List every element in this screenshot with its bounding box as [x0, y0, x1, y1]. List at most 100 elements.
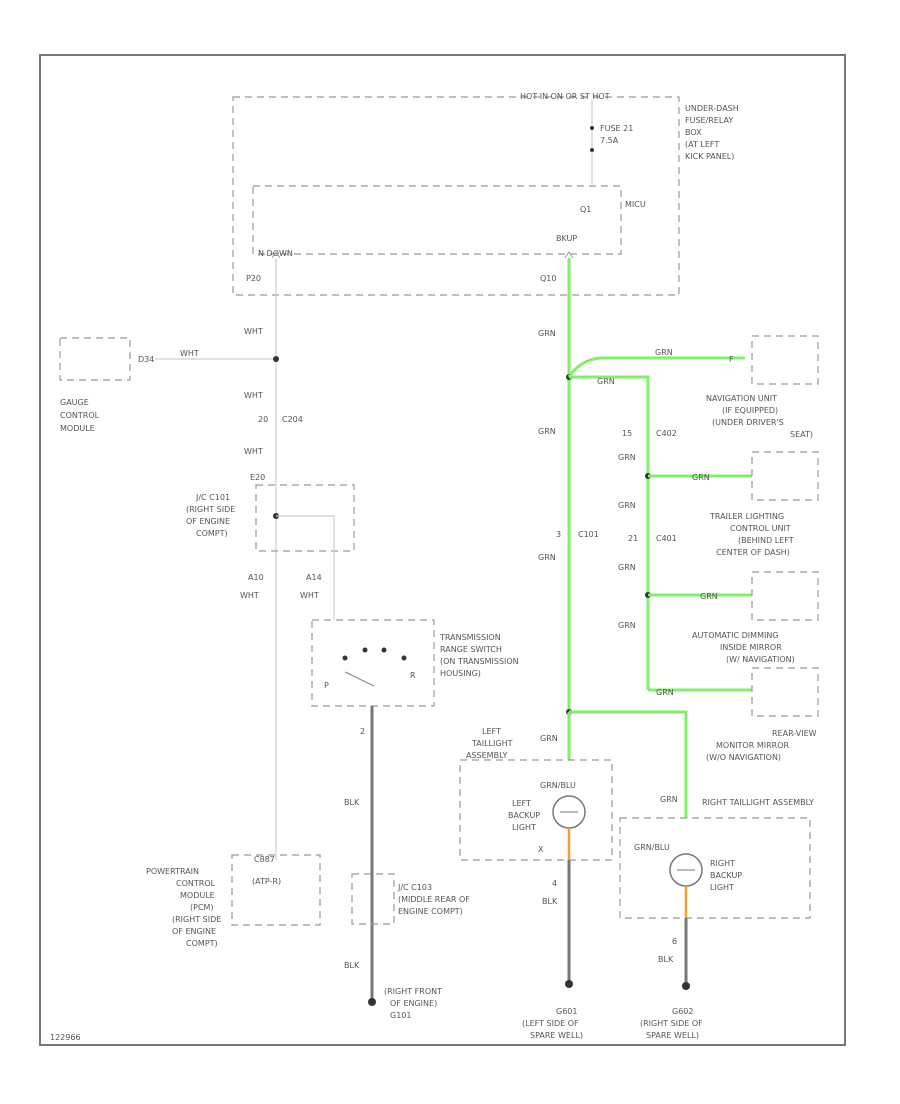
- right-pin-6: 6: [672, 937, 677, 946]
- pcm-label-6: COMPT): [186, 939, 218, 948]
- trans-p: P: [324, 681, 329, 690]
- trans-r: R: [410, 671, 416, 680]
- trans-switch-arm: [344, 671, 375, 687]
- a10-label: A10: [248, 573, 264, 582]
- gauge-module-outline: [59, 337, 131, 381]
- right-modules: NAVIGATION UNIT (IF EQUIPPED) (UNDER DRI…: [692, 335, 819, 762]
- fuse-box-label-1: FUSE/RELAY: [685, 116, 733, 125]
- g601-label-1: (LEFT SIDE OF: [522, 1019, 579, 1028]
- blk-label-1: BLK: [344, 798, 360, 807]
- left-lamp-label-2: LIGHT: [512, 823, 536, 832]
- g101-label-2: G101: [390, 1011, 411, 1020]
- c204-label: C204: [282, 415, 303, 424]
- right-lamp-label-1: BACKUP: [710, 871, 742, 880]
- trans-contact-3: [381, 647, 387, 653]
- pin-bkup: BKUP: [556, 234, 577, 243]
- nav-label-1: (IF EQUIPPED): [722, 406, 778, 415]
- nav-label-2: (UNDER DRIVER'S: [712, 418, 784, 427]
- g602-ground-node: [682, 982, 690, 990]
- trans-label-2: (ON TRANSMISSION: [440, 657, 519, 666]
- right-blk-label: BLK: [658, 955, 674, 964]
- jc-bottom-label-2: ENGINE COMPT): [398, 907, 463, 916]
- fuse-label: FUSE 21: [600, 124, 633, 133]
- rearview-label-0: REAR-VIEW: [772, 729, 817, 738]
- pcm-inner-label: (ATP-R): [252, 877, 281, 886]
- pin-q10: Q10: [540, 274, 556, 283]
- grn-label-rearview: GRN: [656, 688, 674, 697]
- gauge-module-label-0: GAUGE: [60, 398, 89, 407]
- left-lamp-label-1: BACKUP: [508, 811, 540, 820]
- c101-pin: 3: [556, 530, 561, 539]
- micu-label: MICU: [625, 200, 646, 209]
- diagram-frame: [39, 54, 846, 1046]
- gauge-module-label-2: MODULE: [60, 424, 95, 433]
- trans-label-3: HOUSING): [440, 669, 481, 678]
- c401-pin: 21: [628, 534, 638, 543]
- jc-c103-outline: [351, 873, 395, 925]
- right-lamp-label-0: RIGHT: [710, 859, 735, 868]
- grn-label-mirror: GRN: [700, 592, 718, 601]
- grn-to-nav-wire: [567, 356, 745, 378]
- left-grn-blu: GRN/BLU: [540, 781, 576, 790]
- nav-unit-outline: [751, 335, 819, 385]
- gauge-module-label-1: CONTROL: [60, 411, 100, 420]
- fuse-node-bottom: [590, 148, 594, 152]
- jc-top-label-1: (RIGHT SIDE: [186, 505, 235, 514]
- jc-bottom-label-1: (MIDDLE REAR OF: [398, 895, 470, 904]
- g601-label-2: SPARE WELL): [530, 1031, 583, 1040]
- mirror-unit-outline: [751, 571, 819, 621]
- a14-label: A14: [306, 573, 322, 582]
- rearview-label-2: (W/O NAVIGATION): [706, 753, 781, 762]
- rearview-label-1: MONITOR MIRROR: [716, 741, 790, 750]
- left-blk-label: BLK: [542, 897, 558, 906]
- grn-label-1: GRN: [538, 329, 556, 338]
- pcm-label-4: (RIGHT SIDE: [172, 915, 221, 924]
- c402-label: C402: [656, 429, 677, 438]
- grn-label-branch: GRN: [597, 377, 615, 386]
- left-tail-label-0: LEFT: [482, 727, 501, 736]
- grn-circuit: GRN GRN F GRN GRN 3 C101 GRN 15 C402 GRN…: [538, 258, 752, 818]
- pin-f: F: [729, 355, 734, 364]
- trailer-label-2: (BEHIND LEFT: [738, 536, 794, 545]
- g101-label-1: OF ENGINE): [390, 999, 437, 1008]
- connector-q10-symbol: [564, 251, 574, 259]
- grn-label-6: GRN: [618, 563, 636, 572]
- mirror-label-2: (W/ NAVIGATION): [726, 655, 795, 664]
- micu-outline: [252, 185, 622, 255]
- grn-label-7: GRN: [618, 621, 636, 630]
- fuse-box-label-3: (AT LEFT: [685, 140, 719, 149]
- grn-label-nav: GRN: [655, 348, 673, 357]
- c101-label: C101: [578, 530, 599, 539]
- gauge-wire-color: WHT: [180, 349, 199, 358]
- trailer-label-1: CONTROL UNIT: [730, 524, 791, 533]
- trailer-label-0: TRAILER LIGHTING: [709, 512, 784, 521]
- trans-switch-outline: [311, 619, 435, 707]
- wht-label-5: WHT: [300, 591, 319, 600]
- jc-top-label-0: J/C C101: [195, 493, 230, 502]
- left-org-label: X: [538, 845, 544, 854]
- right-taillight-assembly: RIGHT TAILLIGHT ASSEMBLY GRN/BLU RIGHT B…: [619, 798, 814, 1040]
- grn-label-9: GRN: [660, 795, 678, 804]
- trans-contact-4: [401, 655, 407, 661]
- fuse-box-label-4: KICK PANEL): [685, 152, 734, 161]
- fuse-box-label-2: BOX: [685, 128, 702, 137]
- fuse-rating: 7.5A: [600, 136, 619, 145]
- grn-label-4: GRN: [618, 453, 636, 462]
- grn-label-2: GRN: [538, 427, 556, 436]
- blk-ground-circuit: 2 BLK J/C C103 (MIDDLE REAR OF ENGINE CO…: [344, 706, 470, 1020]
- pcm-label-2: MODULE: [180, 891, 215, 900]
- fuse-box-hot-text: HOT IN ON OR ST HOT: [520, 92, 610, 101]
- g601-ground-node: [565, 980, 573, 988]
- jc-top-label-2: OF ENGINE: [186, 517, 230, 526]
- pin-2: 2: [360, 727, 365, 736]
- rearview-unit-outline: [751, 667, 819, 717]
- gauge-control-module: D34 GAUGE CONTROL MODULE WHT: [59, 337, 276, 433]
- transmission-range-switch: TRANSMISSION RANGE SWITCH (ON TRANSMISSI…: [311, 619, 519, 707]
- wht-label-1: WHT: [244, 327, 263, 336]
- c204-pin: 20: [258, 415, 268, 424]
- wht-label-4: WHT: [240, 591, 259, 600]
- trans-label-1: RANGE SWITCH: [440, 645, 502, 654]
- g602-label-2: SPARE WELL): [646, 1031, 699, 1040]
- c402-pin: 15: [622, 429, 632, 438]
